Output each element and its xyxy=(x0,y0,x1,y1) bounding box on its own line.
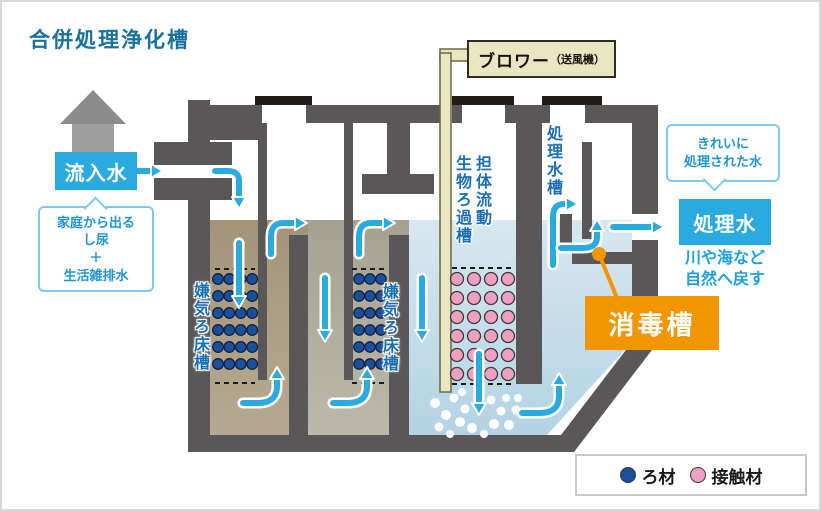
legend-item-contact-media: 接触材 xyxy=(689,463,763,488)
treated-water-badge: 処理水 xyxy=(679,199,771,245)
chamber-label-treated-water: 処理水槽 xyxy=(544,125,561,197)
chamber-label-anaerobic-2: 嫌気ろ床槽 xyxy=(380,283,397,373)
legend-item-filter-media: ろ材 xyxy=(619,463,676,488)
chamber-label-carrier-biofilter: 担体流動 生物ろ過槽 xyxy=(451,155,491,245)
contact-media-dot-icon xyxy=(689,467,706,483)
blower-sublabel: （送風機） xyxy=(550,54,605,66)
blower-label: ブロワー xyxy=(478,51,550,71)
blower-label-box: ブロワー （送風機） xyxy=(467,40,616,78)
inflow-source-note: 家庭から出る し尿 ＋ 生活雑排水 xyxy=(38,206,154,292)
carrier-label-line1: 担体流動 xyxy=(473,155,490,227)
air-tube xyxy=(439,48,471,393)
manhole-lids xyxy=(255,96,602,105)
house-icon xyxy=(60,90,126,154)
page-title: 合併処理浄化槽 xyxy=(29,29,190,52)
inflow-water-badge: 流入水 xyxy=(55,152,137,190)
flow-arrows xyxy=(126,163,665,419)
disinfection-pointer xyxy=(592,247,619,299)
legend: ろ材 接触材 xyxy=(575,454,807,496)
clean-water-note: きれいに 処理された水 xyxy=(666,124,780,182)
legend-filter-label: ろ材 xyxy=(641,467,676,487)
carrier-label-line2: 生物ろ過槽 xyxy=(453,155,470,245)
filter-media-dot-icon xyxy=(619,467,636,483)
disinfection-chamber-badge: 消毒槽 xyxy=(585,296,719,350)
chamber-label-anaerobic-1: 嫌気ろ床槽 xyxy=(191,282,208,372)
filter-media-dots-2 xyxy=(353,273,387,370)
legend-contact-label: 接触材 xyxy=(711,467,763,487)
return-to-nature-note: 川や海など 自然へ戻す xyxy=(684,250,765,288)
